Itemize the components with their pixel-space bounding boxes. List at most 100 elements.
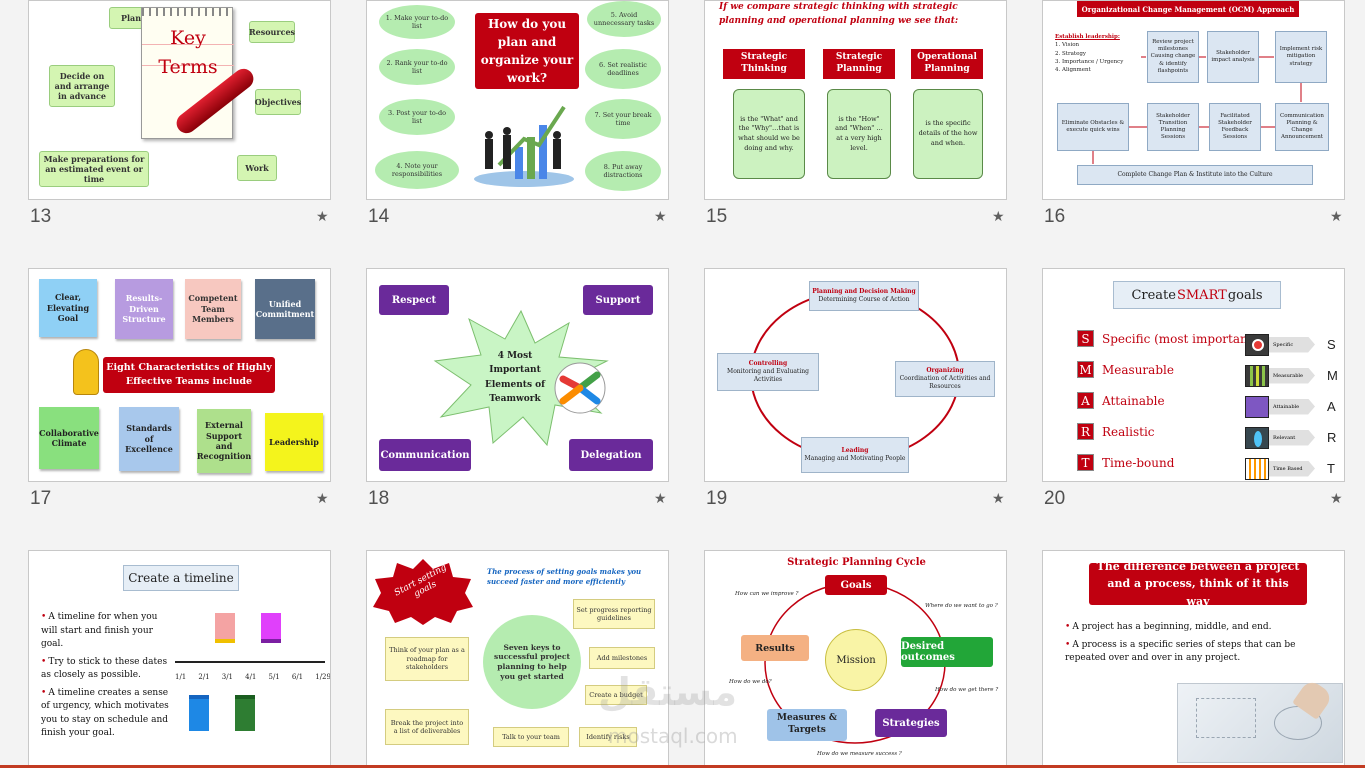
star-icon[interactable]: ★ bbox=[1330, 209, 1343, 225]
process-box: Facilitated Stakeholder Feedback Session… bbox=[1209, 103, 1261, 151]
term-card: Objectives bbox=[255, 89, 301, 115]
element-box: Communication bbox=[379, 439, 471, 471]
timeline-date: 5/1 bbox=[268, 673, 280, 681]
smart-text: Measurable bbox=[1102, 362, 1174, 377]
badge-starburst bbox=[373, 559, 473, 625]
slide-number: 16 bbox=[1044, 206, 1066, 227]
slide-thumbnail-21[interactable]: Create a timeline A timeline for when yo… bbox=[28, 550, 331, 768]
pencil-character-icon bbox=[73, 349, 99, 395]
center-banner: Eight Characteristics of Highly Effectiv… bbox=[103, 357, 275, 393]
timeline-marker bbox=[215, 613, 235, 643]
star-icon[interactable]: ★ bbox=[654, 491, 667, 507]
element-box: Delegation bbox=[569, 439, 653, 471]
bullet-item: A project has a beginning, middle, and e… bbox=[1065, 621, 1335, 635]
key-box: Add milestones bbox=[589, 647, 655, 669]
star-icon[interactable]: ★ bbox=[654, 209, 667, 225]
slide-thumbnail-17[interactable]: Clear, Elevating Goal Results-Driven Str… bbox=[28, 268, 331, 482]
bullet-list: A timeline for when you will start and f… bbox=[41, 611, 169, 741]
smart-text: Specific (most important) bbox=[1102, 331, 1258, 346]
slide-thumbnail-13[interactable]: Plan Resources Decide on and arrange in … bbox=[28, 0, 331, 200]
slide-thumbnail-14[interactable]: 1. Make your to-do list 2. Rank your to-… bbox=[366, 0, 669, 200]
sticky-note: Collaborative Climate bbox=[39, 407, 99, 469]
smart-item: M Measurable bbox=[1077, 354, 1257, 385]
timeline-marker bbox=[235, 695, 255, 731]
slide-thumbnail-18[interactable]: Respect Support Communication Delegation… bbox=[366, 268, 669, 482]
slide-thumbnail-16[interactable]: Organizational Change Management (OCM) A… bbox=[1042, 0, 1345, 200]
slide-thumbnail-22[interactable]: Start setting goals The process of setti… bbox=[366, 550, 669, 768]
cycle-node: Strategies bbox=[875, 709, 947, 737]
calendar-icon bbox=[1245, 457, 1269, 480]
cycle-node-body: Determining Course of Action bbox=[818, 296, 910, 303]
smart-list: S Specific (most important) M Measurable A… bbox=[1077, 323, 1257, 478]
slide-title: How do you plan and organize your work? bbox=[475, 13, 579, 89]
timeline-date: 3/1 bbox=[221, 673, 234, 681]
column-scroll: is the "What" and the "Why"…that is what… bbox=[733, 89, 805, 179]
sticky-note: Results-Driven Structure bbox=[115, 279, 173, 339]
star-icon[interactable]: ★ bbox=[1330, 491, 1343, 507]
title-text: goals bbox=[1227, 287, 1263, 303]
tip-oval: 7. Set your break time bbox=[585, 99, 661, 139]
tip-oval: 8. Put away distractions bbox=[585, 151, 661, 191]
star-icon[interactable]: ★ bbox=[316, 209, 329, 225]
leadership-item: 4. Alignment bbox=[1055, 67, 1091, 73]
smart-tag: Specific bbox=[1269, 336, 1315, 353]
process-box: Eliminate Obstacles & execute quick wins bbox=[1057, 103, 1129, 151]
letter-block: A bbox=[1077, 392, 1094, 409]
process-box: Stakeholder Transition Planning Sessions bbox=[1147, 103, 1199, 151]
sticky-note: Standards of Excellence bbox=[119, 407, 179, 471]
smart-text: Realistic bbox=[1102, 424, 1155, 439]
key-box: Identify risks bbox=[579, 727, 637, 747]
timeline-date: 6/1 bbox=[291, 673, 304, 681]
climb-icon bbox=[1245, 395, 1269, 418]
star-icon[interactable]: ★ bbox=[992, 209, 1005, 225]
slide-thumbnail-24[interactable]: The difference between a project and a p… bbox=[1042, 550, 1345, 768]
tip-oval: 5. Avoid unnecessary tasks bbox=[587, 1, 661, 37]
cycle-node-body: Coordination of Activities and Resources bbox=[899, 375, 991, 390]
flow-arrows bbox=[1092, 56, 1302, 164]
leadership-item: 2. Strategy bbox=[1055, 50, 1086, 57]
sticky-note: Unified Commitment bbox=[255, 279, 315, 339]
slide-title: Strategic Planning Cycle bbox=[787, 557, 926, 568]
slide-thumbnail-23[interactable]: Strategic Planning Cycle Mission Goals D… bbox=[704, 550, 1007, 768]
slide-number: 19 bbox=[706, 488, 728, 509]
slide-number: 18 bbox=[368, 488, 390, 509]
slide-title: The difference between a project and a p… bbox=[1089, 560, 1307, 608]
sticky-note: Leadership bbox=[265, 413, 323, 471]
timeline-date: 1/1 bbox=[175, 673, 187, 681]
slide-title: Create a timeline bbox=[123, 565, 239, 591]
letter-block: M bbox=[1077, 361, 1094, 378]
center-oval: Seven keys to successful project plannin… bbox=[483, 615, 581, 709]
cycle-question: How do we do? bbox=[729, 679, 772, 685]
compass-icon bbox=[1245, 426, 1269, 449]
timeline-marker bbox=[189, 695, 209, 731]
term-card: Work bbox=[237, 155, 277, 181]
smart-letter: S bbox=[1327, 337, 1336, 352]
star-icon[interactable]: ★ bbox=[316, 491, 329, 507]
slide-thumbnail-15[interactable]: If we compare strategic thinking with st… bbox=[704, 0, 1007, 200]
letter-block: S bbox=[1077, 330, 1094, 347]
key-box: Set progress reporting guidelines bbox=[573, 599, 655, 629]
slide-number: 20 bbox=[1044, 488, 1066, 509]
smart-letter: R bbox=[1327, 430, 1337, 445]
star-icon[interactable]: ★ bbox=[992, 491, 1005, 507]
tip-oval: 2. Rank your to-do list bbox=[379, 49, 455, 85]
process-box: Review project milestones Causing change… bbox=[1147, 31, 1199, 83]
term-card: Make preparations for an estimated event… bbox=[39, 151, 149, 187]
smart-tag: Attainable bbox=[1269, 398, 1315, 415]
slide-number: 14 bbox=[368, 206, 390, 227]
smart-tag: Time Based bbox=[1269, 460, 1315, 477]
smart-tag: Relevant bbox=[1269, 429, 1315, 446]
term-card: Resources bbox=[249, 21, 295, 43]
process-box: Stakeholder impact analysis bbox=[1207, 31, 1259, 83]
title-text: Create bbox=[1131, 287, 1176, 303]
element-box: Support bbox=[583, 285, 653, 315]
tip-oval: 1. Make your to-do list bbox=[379, 5, 455, 39]
